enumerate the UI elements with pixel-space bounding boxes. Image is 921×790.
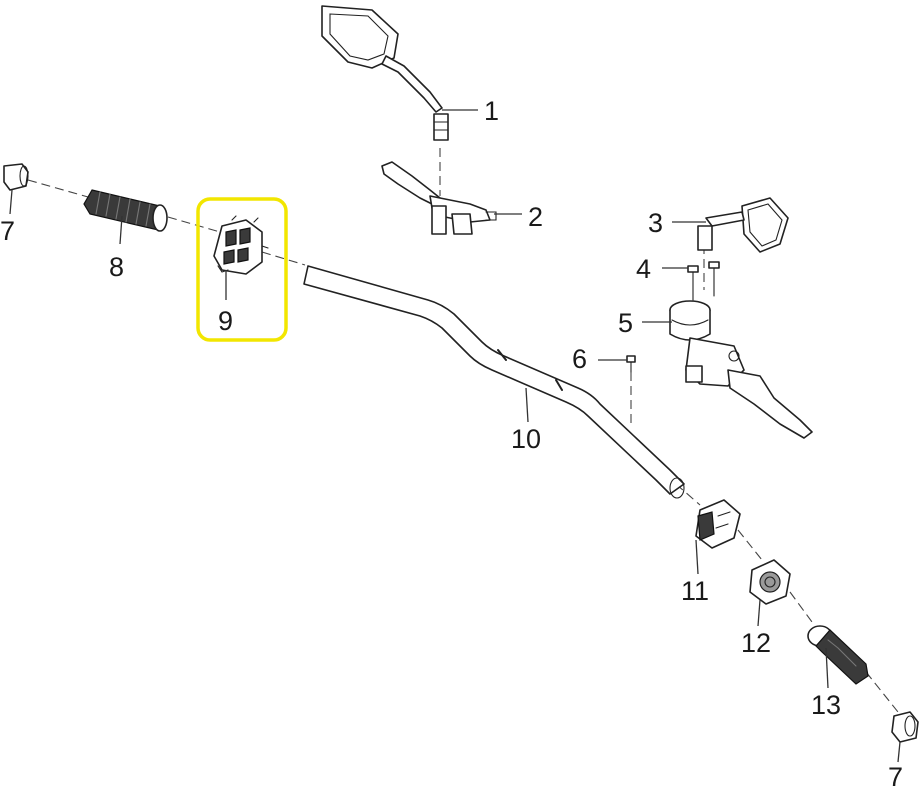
- callout-1: 1: [484, 96, 499, 126]
- clutch-lever: [381, 161, 497, 235]
- callout-11: 11: [681, 576, 709, 606]
- callout-labels: 1 2 3 4 5 6 7 8 9 10 11 12 13 7: [0, 96, 903, 790]
- left-switch-housing: [213, 215, 269, 275]
- callout-10: 10: [511, 424, 541, 454]
- callout-3: 3: [648, 208, 663, 238]
- throttle-housing: [695, 499, 741, 549]
- handlebar: [303, 265, 685, 499]
- callout-9: 9: [218, 306, 233, 336]
- callout-4: 4: [636, 254, 651, 284]
- callout-6: 6: [572, 344, 587, 374]
- callout-13: 13: [811, 690, 841, 720]
- bar-end-right: [891, 711, 919, 743]
- bolts: [687, 261, 720, 301]
- callout-5: 5: [618, 308, 633, 338]
- callout-2: 2: [528, 202, 543, 232]
- bar-end-left: [3, 163, 29, 191]
- callout-12: 12: [741, 628, 771, 658]
- assembly-axes: [27, 148, 899, 713]
- callout-7-right: 7: [888, 762, 903, 790]
- leader-lines: [9, 109, 901, 763]
- left-grip: [83, 189, 168, 232]
- right-mirror: [697, 197, 789, 253]
- right-grip: [807, 625, 869, 685]
- callout-7-left: 7: [0, 216, 15, 246]
- throttle-pulley: [749, 559, 791, 605]
- highlight-box: [196, 197, 288, 342]
- callout-8: 8: [109, 252, 124, 282]
- brake-master-cylinder: [669, 300, 813, 439]
- left-mirror: [321, 5, 449, 141]
- small-screw: [626, 355, 636, 373]
